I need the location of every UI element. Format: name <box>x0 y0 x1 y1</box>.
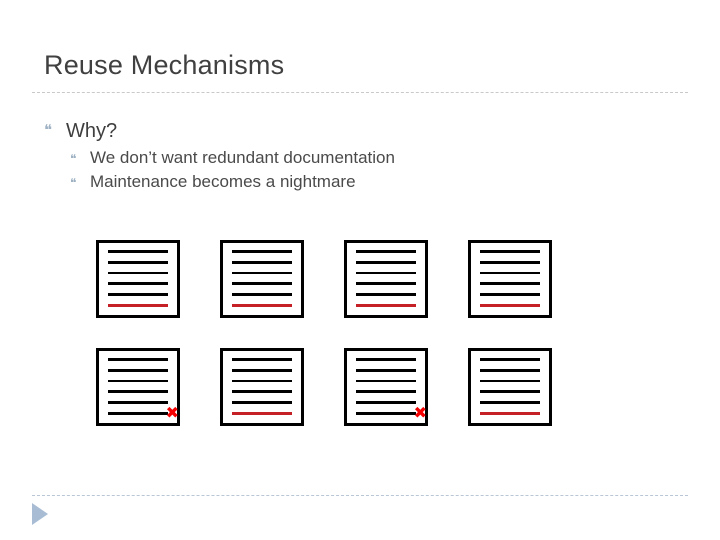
document-text-line <box>232 282 292 286</box>
bullet-text: Maintenance becomes a nightmare <box>90 172 356 191</box>
document-text-line <box>480 390 540 394</box>
document-text-line <box>356 390 416 394</box>
document-icon <box>96 240 180 318</box>
document-icon <box>468 348 552 426</box>
bullet-list: ❝ Why? ❝ We don’t want redundant documen… <box>44 118 664 194</box>
document-text-line <box>480 368 540 372</box>
document-text-line <box>232 358 292 361</box>
document-text-line <box>480 260 540 264</box>
quote-bullet-icon: ❝ <box>70 176 77 190</box>
document-text-line <box>480 401 540 405</box>
document-text-line <box>232 379 292 383</box>
bullet-text: Why? <box>66 120 118 142</box>
document-highlight-line <box>480 304 540 307</box>
document-text-line <box>232 293 292 297</box>
document-text-line <box>232 271 292 275</box>
document-text-line <box>480 271 540 275</box>
quote-bullet-icon: ❝ <box>44 123 53 139</box>
document-text-line <box>108 390 168 394</box>
document-icon <box>220 348 304 426</box>
document-text-line <box>108 412 168 415</box>
document-text-line <box>356 293 416 297</box>
document-text-line <box>232 390 292 394</box>
document-highlight-line <box>356 304 416 307</box>
document-grid: ✖✖ <box>96 240 632 456</box>
bullet-text: We don’t want redundant documentation <box>90 148 395 167</box>
title-divider <box>32 92 688 93</box>
play-triangle-icon <box>32 503 48 525</box>
document-text-line <box>356 271 416 275</box>
document-text-line <box>480 358 540 361</box>
document-icon <box>468 240 552 318</box>
document-text-line <box>232 368 292 372</box>
document-text-line <box>232 260 292 264</box>
document-text-line <box>356 401 416 405</box>
document-text-line <box>356 412 416 415</box>
document-text-line <box>108 293 168 297</box>
error-x-icon: ✖ <box>413 403 427 422</box>
document-highlight-line <box>232 304 292 307</box>
document-icon: ✖ <box>344 348 428 426</box>
document-row <box>96 240 632 318</box>
document-text-line <box>480 282 540 286</box>
document-text-line <box>480 293 540 297</box>
footer-divider <box>32 495 688 496</box>
document-highlight-line <box>232 412 292 415</box>
document-text-line <box>232 401 292 405</box>
document-text-line <box>232 250 292 253</box>
document-text-line <box>108 368 168 372</box>
document-text-line <box>356 358 416 361</box>
error-x-icon: ✖ <box>165 403 179 422</box>
document-text-line <box>356 282 416 286</box>
document-highlight-line <box>108 304 168 307</box>
document-icon: ✖ <box>96 348 180 426</box>
bullet-item-level1: ❝ Why? <box>44 118 664 144</box>
document-text-line <box>108 358 168 361</box>
document-text-line <box>480 250 540 253</box>
document-text-line <box>108 401 168 405</box>
document-text-line <box>356 250 416 253</box>
document-text-line <box>356 260 416 264</box>
document-icon <box>344 240 428 318</box>
document-highlight-line <box>480 412 540 415</box>
document-text-line <box>108 282 168 286</box>
document-text-line <box>108 379 168 383</box>
document-text-line <box>108 250 168 253</box>
bullet-item-level2: ❝ We don’t want redundant documentation <box>70 146 664 170</box>
document-text-line <box>108 260 168 264</box>
slide-title: Reuse Mechanisms <box>44 50 285 80</box>
document-text-line <box>356 368 416 372</box>
bullet-item-level2: ❝ Maintenance becomes a nightmare <box>70 170 664 194</box>
document-text-line <box>480 379 540 383</box>
document-text-line <box>356 379 416 383</box>
document-text-line <box>108 271 168 275</box>
quote-bullet-icon: ❝ <box>70 152 77 166</box>
document-icon <box>220 240 304 318</box>
document-row: ✖✖ <box>96 348 632 426</box>
